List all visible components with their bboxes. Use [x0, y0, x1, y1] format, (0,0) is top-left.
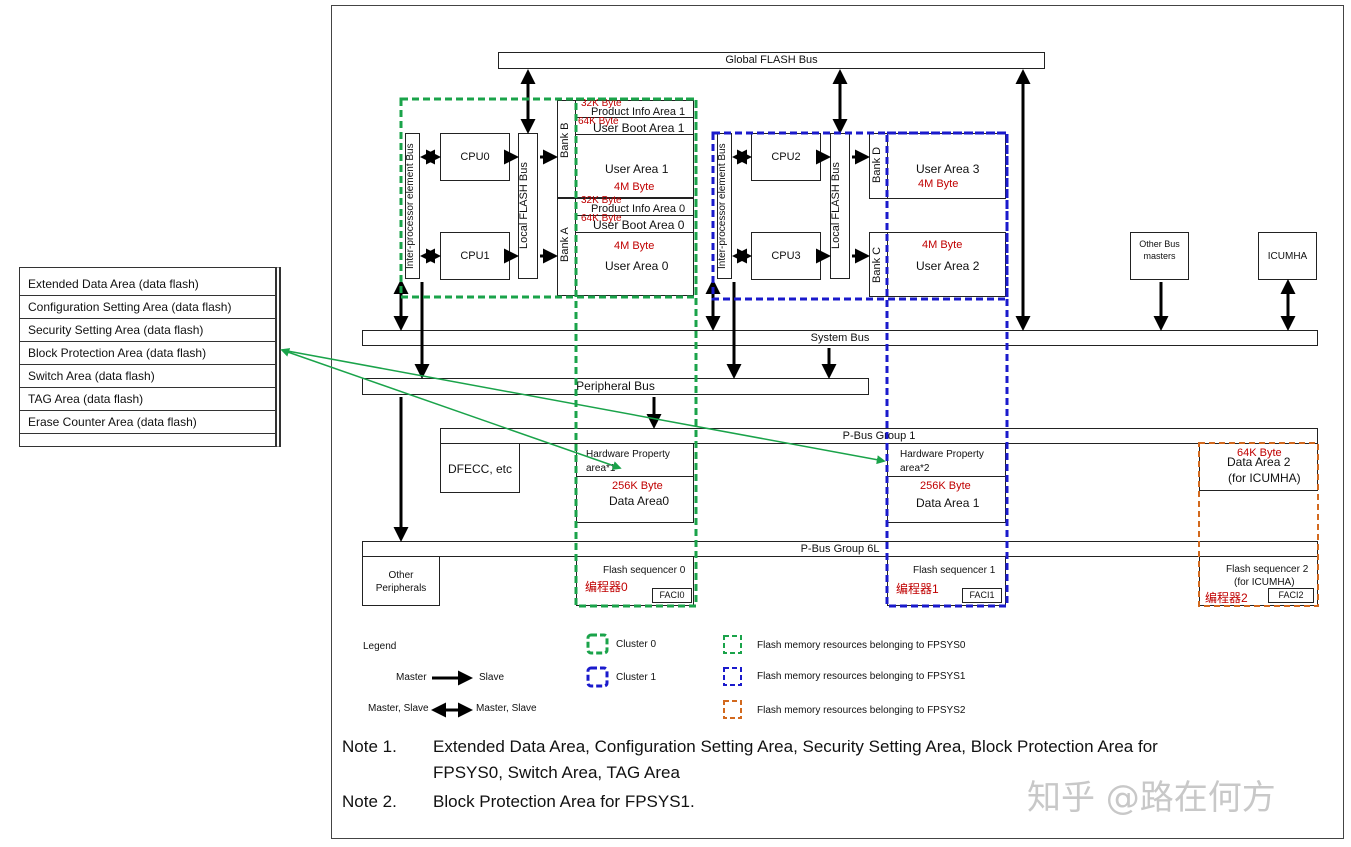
- seq0-label: Flash sequencer 0: [603, 565, 686, 576]
- product-info-area-1: Product Info Area 1: [591, 106, 686, 118]
- faci0-label: FACI0: [659, 590, 685, 600]
- note1-line2: FPSYS0, Switch Area, TAG Area: [433, 763, 680, 782]
- legend-fpsys2: Flash memory resources belonging to FPSY…: [757, 705, 966, 716]
- note2-text: Block Protection Area for FPSYS1.: [433, 792, 695, 811]
- prog0-label: 编程器0: [585, 580, 628, 594]
- side-row: Extended Data Area (data flash): [20, 273, 275, 296]
- legend-ms-right: Master, Slave: [476, 703, 537, 714]
- cpu2-label: CPU2: [771, 151, 801, 163]
- data-area-2-box: [1199, 443, 1318, 491]
- faci2-box: [1268, 588, 1314, 603]
- cpu3-label: CPU3: [771, 250, 801, 262]
- cpu1-box: [440, 232, 510, 280]
- side-row: Switch Area (data flash): [20, 365, 275, 388]
- icumha-label: ICUMHA: [1267, 251, 1308, 262]
- side-row: TAG Area (data flash): [20, 388, 275, 411]
- product-info-area-0: Product Info Area 0: [591, 203, 686, 215]
- pbus-group-1: P-Bus Group 1: [440, 428, 1318, 444]
- note1-line1: Extended Data Area, Configuration Settin…: [433, 737, 1158, 756]
- size-4m-0: 4M Byte: [614, 240, 655, 252]
- ipe-bus-0: [405, 133, 420, 279]
- faci1-box: [962, 588, 1002, 603]
- user-area-2: User Area 2: [916, 259, 980, 273]
- legend-fpsys1: Flash memory resources belonging to FPSY…: [757, 671, 966, 682]
- seq2-label: Flash sequencer 2: [1226, 564, 1309, 575]
- data-area-1: Data Area 1: [916, 496, 980, 510]
- legend-master: Master: [396, 672, 427, 683]
- side-row: Configuration Setting Area (data flash): [20, 296, 275, 319]
- size-32k-0: 32K Byte: [581, 195, 622, 206]
- data-area-2-sub: (for ICUMHA): [1228, 471, 1301, 485]
- user-area-1: User Area 1: [605, 162, 669, 176]
- size-256k-0: 256K Byte: [612, 480, 663, 492]
- seq1-label: Flash sequencer 1: [913, 565, 996, 576]
- data-area-1-box: [887, 443, 1006, 523]
- legend-fpsys0: Flash memory resources belonging to FPSY…: [757, 640, 966, 651]
- faci2-label: FACI2: [1278, 590, 1304, 600]
- other-bus-masters-box: [1130, 232, 1189, 280]
- size-256k-1: 256K Byte: [920, 480, 971, 492]
- prog1-label: 编程器1: [896, 582, 939, 596]
- fpsys2-outline: [1198, 442, 1319, 607]
- legend-slave: Slave: [479, 672, 505, 683]
- side-row: Security Setting Area (data flash): [20, 319, 275, 342]
- side-row: Erase Counter Area (data flash): [20, 411, 275, 434]
- size-64k-2: 64K Byte: [1237, 447, 1282, 459]
- seq2-sub-label: (for ICUMHA): [1234, 577, 1295, 588]
- system-bus: System Bus: [362, 330, 1318, 346]
- size-4m-1: 4M Byte: [614, 181, 655, 193]
- legend-title: Legend: [363, 641, 397, 652]
- size-64k-1: 64K Byte: [578, 116, 619, 127]
- size-32k-1: 32K Byte: [581, 98, 622, 109]
- side-table: Extended Data Area (data flash) Configur…: [19, 267, 281, 447]
- cpu0-label: CPU0: [460, 151, 490, 163]
- cpu1-label: CPU1: [460, 250, 490, 262]
- data-area-0: Data Area0: [609, 494, 670, 508]
- other-peripherals-label: Other Peripherals: [375, 570, 427, 594]
- legend-cluster1: Cluster 1: [616, 672, 657, 683]
- note2-label: Note 2.: [342, 792, 397, 811]
- size-64k-0: 64K Byte: [581, 213, 622, 224]
- user-boot-area-1: User Boot Area 1: [593, 121, 685, 135]
- faci1-label: FACI1: [969, 590, 995, 600]
- size-4m-3: 4M Byte: [918, 178, 959, 190]
- other-peripherals-box: [362, 556, 440, 606]
- other-bus-masters-label: Other Bus masters: [1139, 239, 1180, 261]
- side-row: Block Protection Area (data flash): [20, 342, 275, 365]
- cluster0-column: [574, 97, 698, 608]
- bank-c-box: [869, 232, 1006, 297]
- bank-b-box: [557, 100, 694, 198]
- note1-label: Note 1.: [342, 737, 397, 756]
- user-area-3: User Area 3: [916, 162, 980, 176]
- pbus-group-6l: P-Bus Group 6L: [362, 541, 1318, 557]
- faci0-box: [652, 588, 692, 603]
- user-area-0: User Area 0: [605, 259, 669, 273]
- bank-d-box: [869, 133, 1006, 199]
- cluster0-outline: [399, 97, 698, 299]
- legend-cluster0: Cluster 0: [616, 639, 657, 650]
- global-flash-bus: Global FLASH Bus: [498, 52, 1045, 69]
- cluster1-column: [885, 131, 1009, 608]
- watermark: 知乎 @路在何方: [1027, 778, 1276, 818]
- user-boot-area-0: User Boot Area 0: [593, 218, 685, 232]
- pointer-to-hw-prop-1: [281, 349, 886, 465]
- hw-prop-area-1: Hardware Property area*2: [900, 449, 984, 474]
- cpu0-box: [440, 133, 510, 181]
- prog2-label: 编程器2: [1205, 591, 1248, 605]
- data-area-2: Data Area 2: [1227, 455, 1291, 469]
- legend-ms-left: Master, Slave: [368, 703, 429, 714]
- pointer-to-hw-prop-0: [280, 348, 622, 470]
- size-4m-2: 4M Byte: [922, 239, 963, 251]
